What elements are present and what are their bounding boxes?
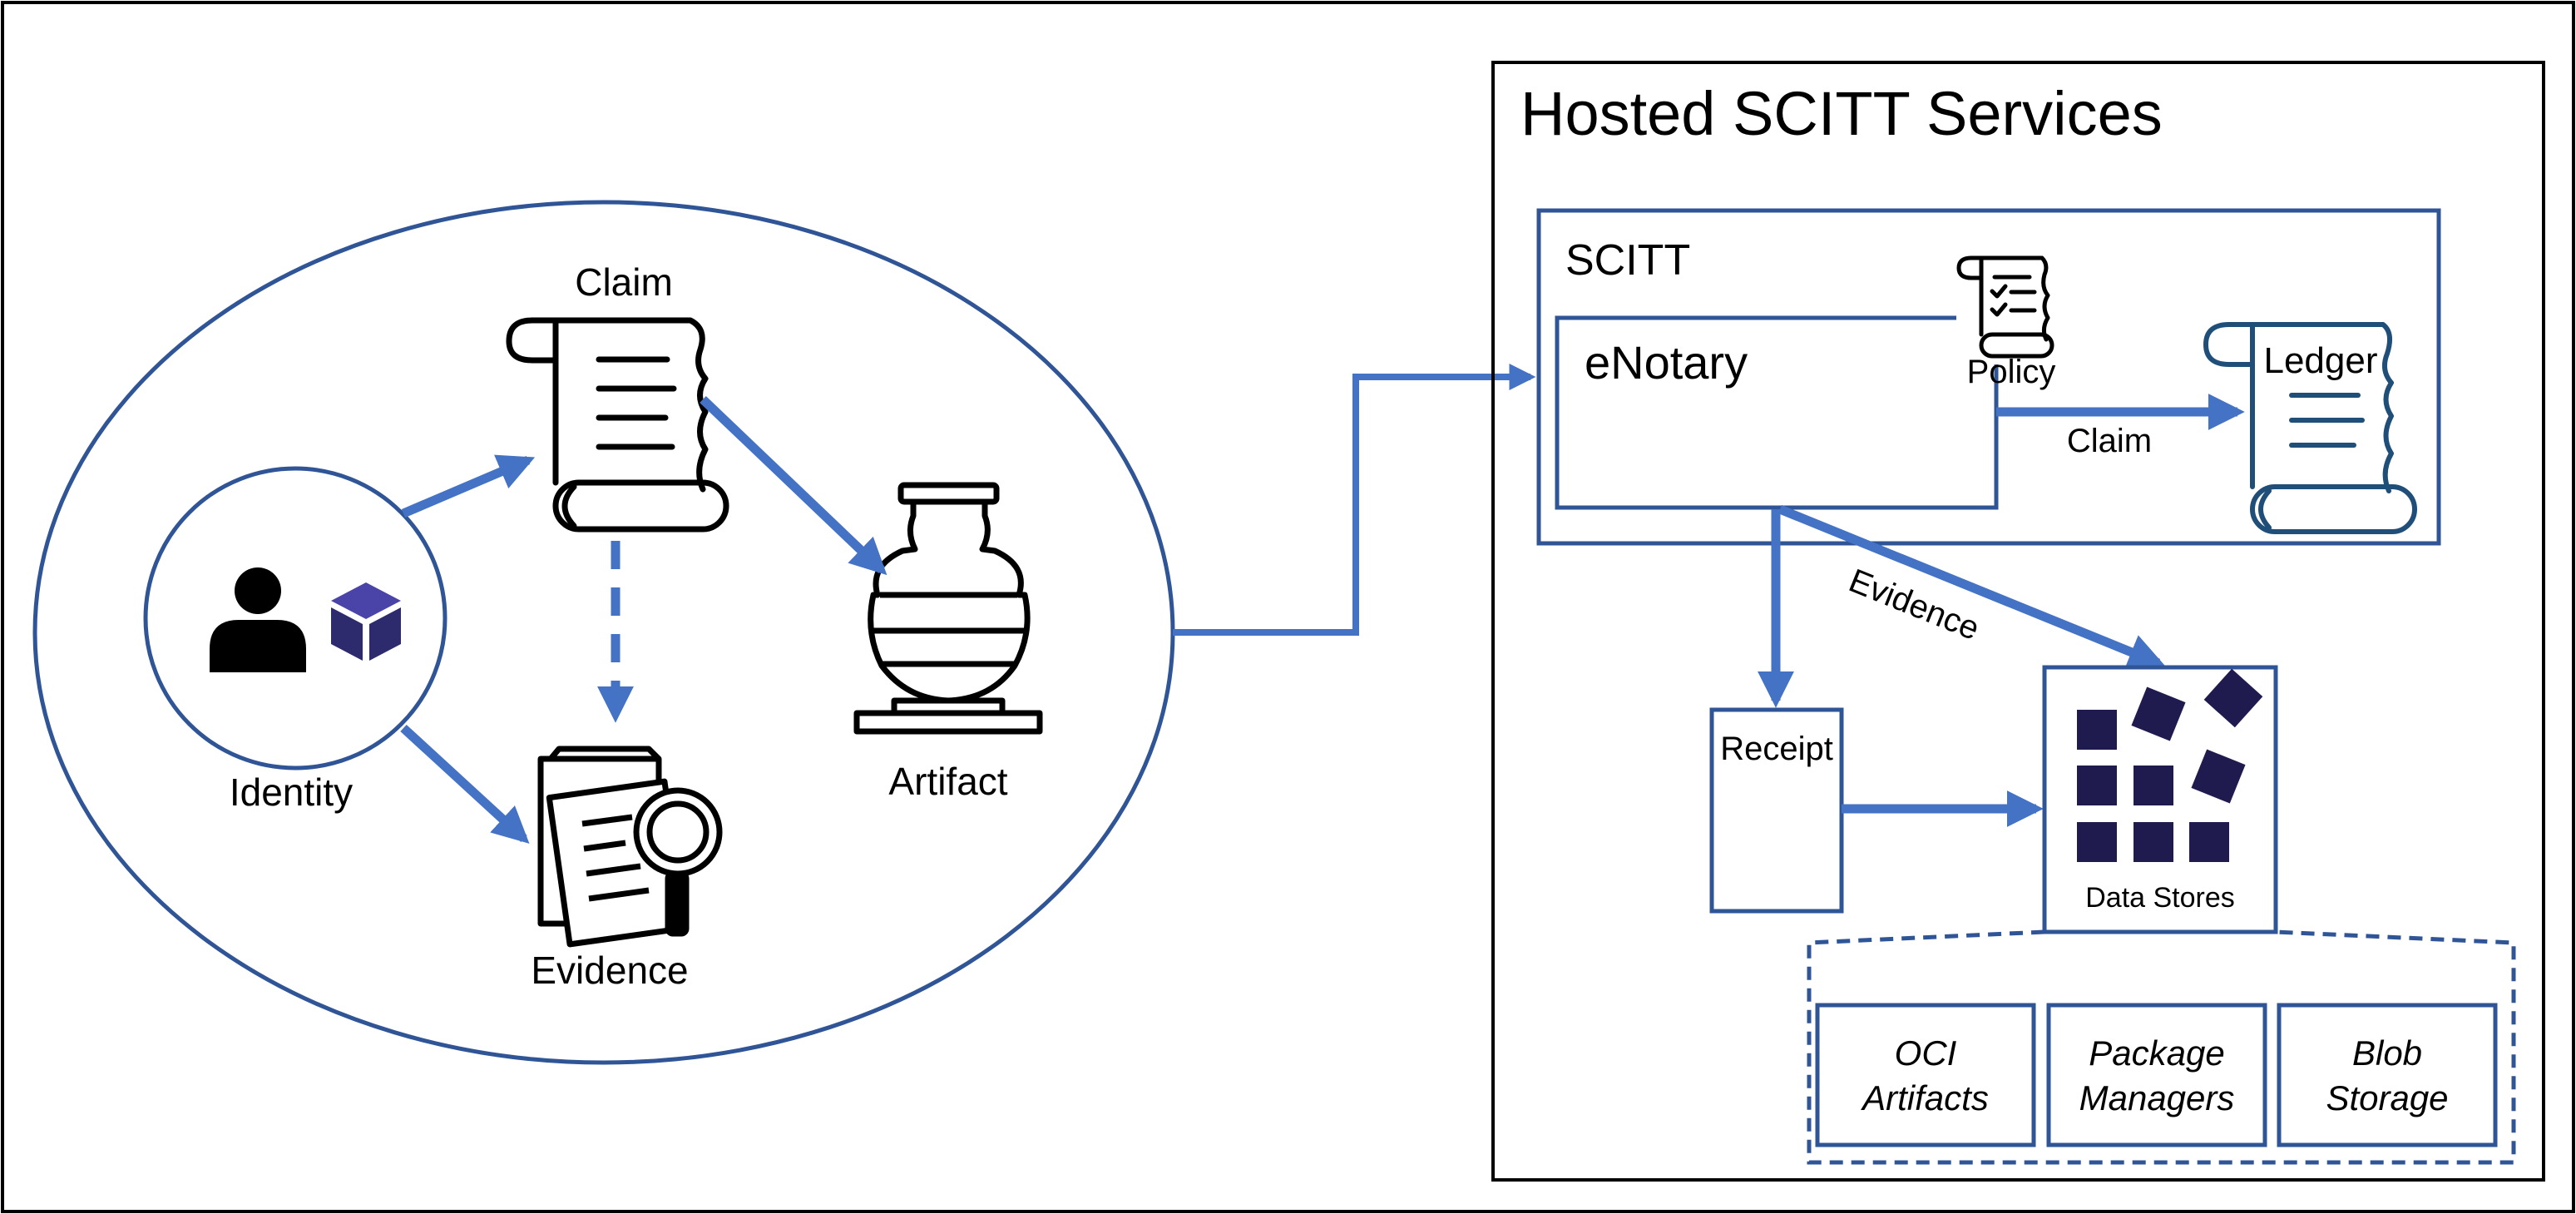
cube-icon — [331, 582, 401, 661]
store-package-line1: Package — [2089, 1033, 2224, 1073]
identity-to-claim-arrow — [401, 454, 536, 518]
hosted-services-frame — [1491, 61, 2545, 1182]
scitt-label: SCITT — [1565, 236, 1690, 285]
data-stores-box — [2042, 665, 2278, 934]
ledger-scroll-icon — [2203, 322, 2417, 534]
data-stores-label: Data Stores — [2085, 882, 2235, 914]
store-package-managers: Package Managers — [2046, 1003, 2267, 1147]
vase-icon — [853, 482, 1043, 735]
claim-arrow-label: Claim — [2067, 423, 2152, 459]
ledger-label: Ledger — [2263, 340, 2377, 381]
evidence-arrow-label: Evidence — [1844, 562, 1985, 647]
scitt-box — [1536, 208, 2441, 546]
policy-label: Policy — [1967, 354, 2056, 390]
store-blob-line2: Storage — [2326, 1078, 2448, 1117]
store-package-line2: Managers — [2079, 1078, 2235, 1117]
store-blob-line1: Blob — [2352, 1033, 2422, 1073]
policy-node: Policy — [1956, 250, 2055, 390]
enotary-to-datastores-arrow — [1777, 504, 2166, 670]
store-oci-line2: Artifacts — [1860, 1078, 1989, 1117]
artifact-label: Artifact — [888, 760, 1007, 803]
claim-node: Claim — [506, 260, 729, 533]
claim-label: Claim — [575, 260, 673, 304]
evidence-node: Evidence — [531, 746, 723, 992]
identity-to-evidence-arrow — [400, 724, 530, 844]
group-to-scitt-connector — [1173, 364, 1536, 636]
hosted-services-title: Hosted SCITT Services — [1520, 79, 2163, 148]
ledger-node: Ledger — [2203, 322, 2417, 534]
claim-to-artifact-arrow — [700, 396, 888, 576]
policy-scroll-icon — [1956, 255, 2054, 359]
hosted-scitt-services: Hosted SCITT Services SCITT eNotary Poli… — [1491, 61, 2545, 1182]
store-oci-artifacts: OCI Artifacts — [1815, 1003, 2036, 1147]
evidence-label: Evidence — [531, 949, 688, 992]
identity-label: Identity — [230, 771, 353, 814]
supply-chain-group: Identity Claim — [32, 200, 1175, 1065]
scroll-icon — [506, 317, 729, 533]
enotary-label: eNotary — [1585, 336, 1748, 389]
document-magnifier-icon — [537, 746, 723, 948]
person-icon — [210, 567, 306, 672]
identity-circle — [143, 466, 447, 771]
artifact-node: Artifact — [853, 482, 1043, 803]
storage-group-dashed — [1807, 929, 2516, 1165]
receipt-label: Receipt — [1720, 731, 1833, 767]
identity-node: Identity — [143, 466, 447, 814]
store-blob-storage: Blob Storage — [2277, 1003, 2498, 1147]
data-blocks-icon — [2077, 668, 2263, 862]
store-oci-line1: OCI — [1895, 1033, 1957, 1073]
